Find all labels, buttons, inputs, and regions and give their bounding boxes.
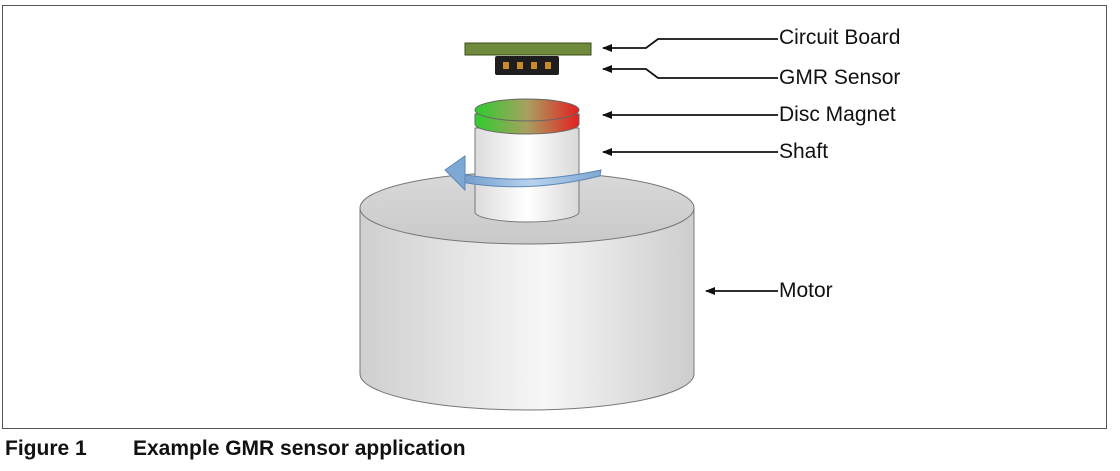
figure-number: Figure 1 [5, 437, 87, 460]
callout-lines [602, 38, 778, 295]
figure-caption: Figure 1 Example GMR sensor application [5, 437, 466, 461]
shaft [474, 127, 580, 223]
gmr-diagram [359, 38, 778, 411]
disc-magnet [474, 98, 580, 135]
figure-frame: Circuit Board GMR Sensor Disc Magnet Sha… [2, 5, 1107, 429]
circuit-board-leader [602, 38, 778, 52]
disc-magnet-label: Disc Magnet [779, 103, 896, 126]
rotation-arrow-icon [444, 155, 602, 192]
gmr-sensor-leader [602, 65, 778, 79]
motor-label: Motor [779, 279, 833, 302]
shaft-label: Shaft [779, 140, 829, 163]
gmr-sensor-label: GMR Sensor [779, 66, 901, 89]
circuit-board-label: Circuit Board [779, 26, 901, 49]
figure-caption-text: Example GMR sensor application [133, 437, 466, 460]
circuit-board [464, 42, 592, 56]
gmr-sensor [495, 56, 559, 75]
